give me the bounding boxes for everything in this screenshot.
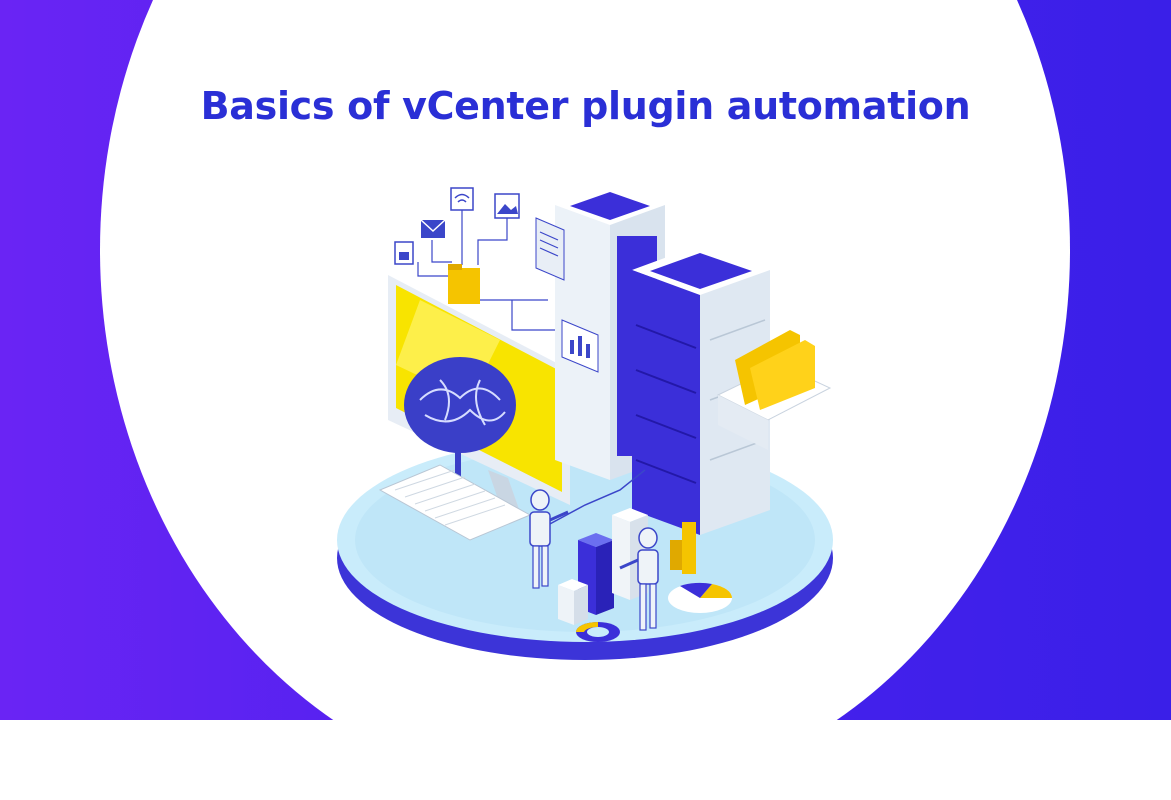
file-drawer bbox=[716, 330, 832, 450]
wifi-icon bbox=[450, 187, 474, 211]
folder-icon bbox=[448, 264, 480, 304]
donut-chart bbox=[576, 622, 620, 642]
page-title: Basics of vCenter plugin automation bbox=[200, 84, 971, 128]
image-icon bbox=[494, 193, 520, 219]
mail-icon bbox=[420, 219, 446, 238]
trend-line bbox=[547, 469, 646, 526]
pie-chart bbox=[668, 582, 733, 613]
illustration bbox=[337, 187, 833, 660]
bar-chart bbox=[558, 508, 696, 625]
brain-icon bbox=[404, 357, 516, 488]
lock-icon bbox=[394, 241, 414, 265]
robot-right bbox=[619, 527, 659, 631]
network-lines bbox=[417, 205, 560, 331]
robot-left bbox=[529, 489, 569, 589]
document-icon bbox=[535, 217, 599, 373]
